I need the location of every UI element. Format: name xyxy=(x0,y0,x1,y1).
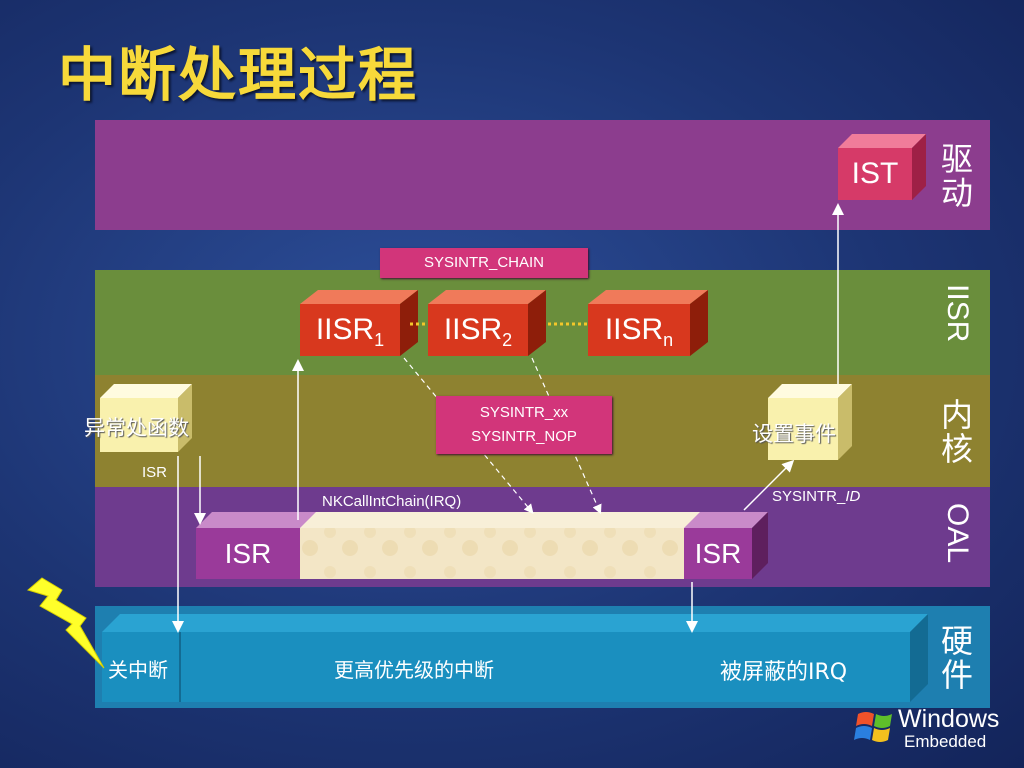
exception-handler-label: 异常处函数 xyxy=(84,416,189,440)
layer-label-oal: OAL xyxy=(941,503,974,564)
higher-priority-label: 更高优先级的中断 xyxy=(334,658,494,682)
iisr2-label: IISR2 xyxy=(428,304,528,356)
sysintr-return-label: SYSINTR_xx SYSINTR_NOP xyxy=(436,396,612,454)
set-event-block xyxy=(768,384,852,460)
isr-left-label: ISR xyxy=(224,538,272,569)
iisr1-block xyxy=(300,290,418,356)
iisrn-subscript: n xyxy=(663,330,674,350)
iisrn-block xyxy=(588,290,708,356)
iisr1-label: IISR1 xyxy=(300,304,400,356)
ist-label: IST xyxy=(851,157,899,190)
nkcall-label: NKCallIntChain(IRQ) xyxy=(322,493,462,510)
iisr2-name: IISR xyxy=(443,313,503,346)
windows-edition-text: Embedded xyxy=(904,732,987,751)
layer-label-iisr: IISR xyxy=(941,284,974,343)
isr-small-label: ISR xyxy=(142,464,168,481)
exception-handler-block xyxy=(100,384,192,452)
iisr2-block xyxy=(428,290,546,356)
iisrn-name: IISR xyxy=(604,313,664,346)
iisr1-name: IISR xyxy=(315,313,375,346)
windows-brand-text: Windows xyxy=(898,705,1000,733)
windows-logo-icon xyxy=(854,712,892,742)
sysintr-id-label: SYSINTR_ID xyxy=(772,488,860,505)
masked-irq-label: 被屏蔽的IRQ xyxy=(720,660,848,685)
sysintr-xx-text: SYSINTR_xx xyxy=(479,404,569,421)
oal-isr-bar xyxy=(196,512,768,579)
sysintr-id-suffix: ID xyxy=(845,488,861,505)
iisrn-label: IISRn xyxy=(588,304,690,356)
isr-right-label: ISR xyxy=(694,538,742,569)
sysintr-id-prefix: SYSINTR_ xyxy=(772,488,846,505)
page-title: 中断处理过程 xyxy=(58,41,419,109)
disable-interrupt-label: 关中断 xyxy=(108,658,168,682)
layer-label-driver: 驱动 xyxy=(940,140,973,212)
sysintr-nop-text: SYSINTR_NOP xyxy=(471,428,577,445)
iisr1-subscript: 1 xyxy=(374,330,385,350)
layer-label-hardware: 硬件 xyxy=(940,622,973,694)
hardware-bar xyxy=(102,614,928,702)
set-event-label: 设置事件 xyxy=(752,422,836,446)
sysintr-chain-label: SYSINTR_CHAIN xyxy=(380,248,588,278)
ist-block xyxy=(838,134,926,200)
layer-label-kernel: 内核 xyxy=(940,396,973,468)
iisr2-subscript: 2 xyxy=(502,330,513,350)
lightning-bolt-icon xyxy=(26,577,105,669)
